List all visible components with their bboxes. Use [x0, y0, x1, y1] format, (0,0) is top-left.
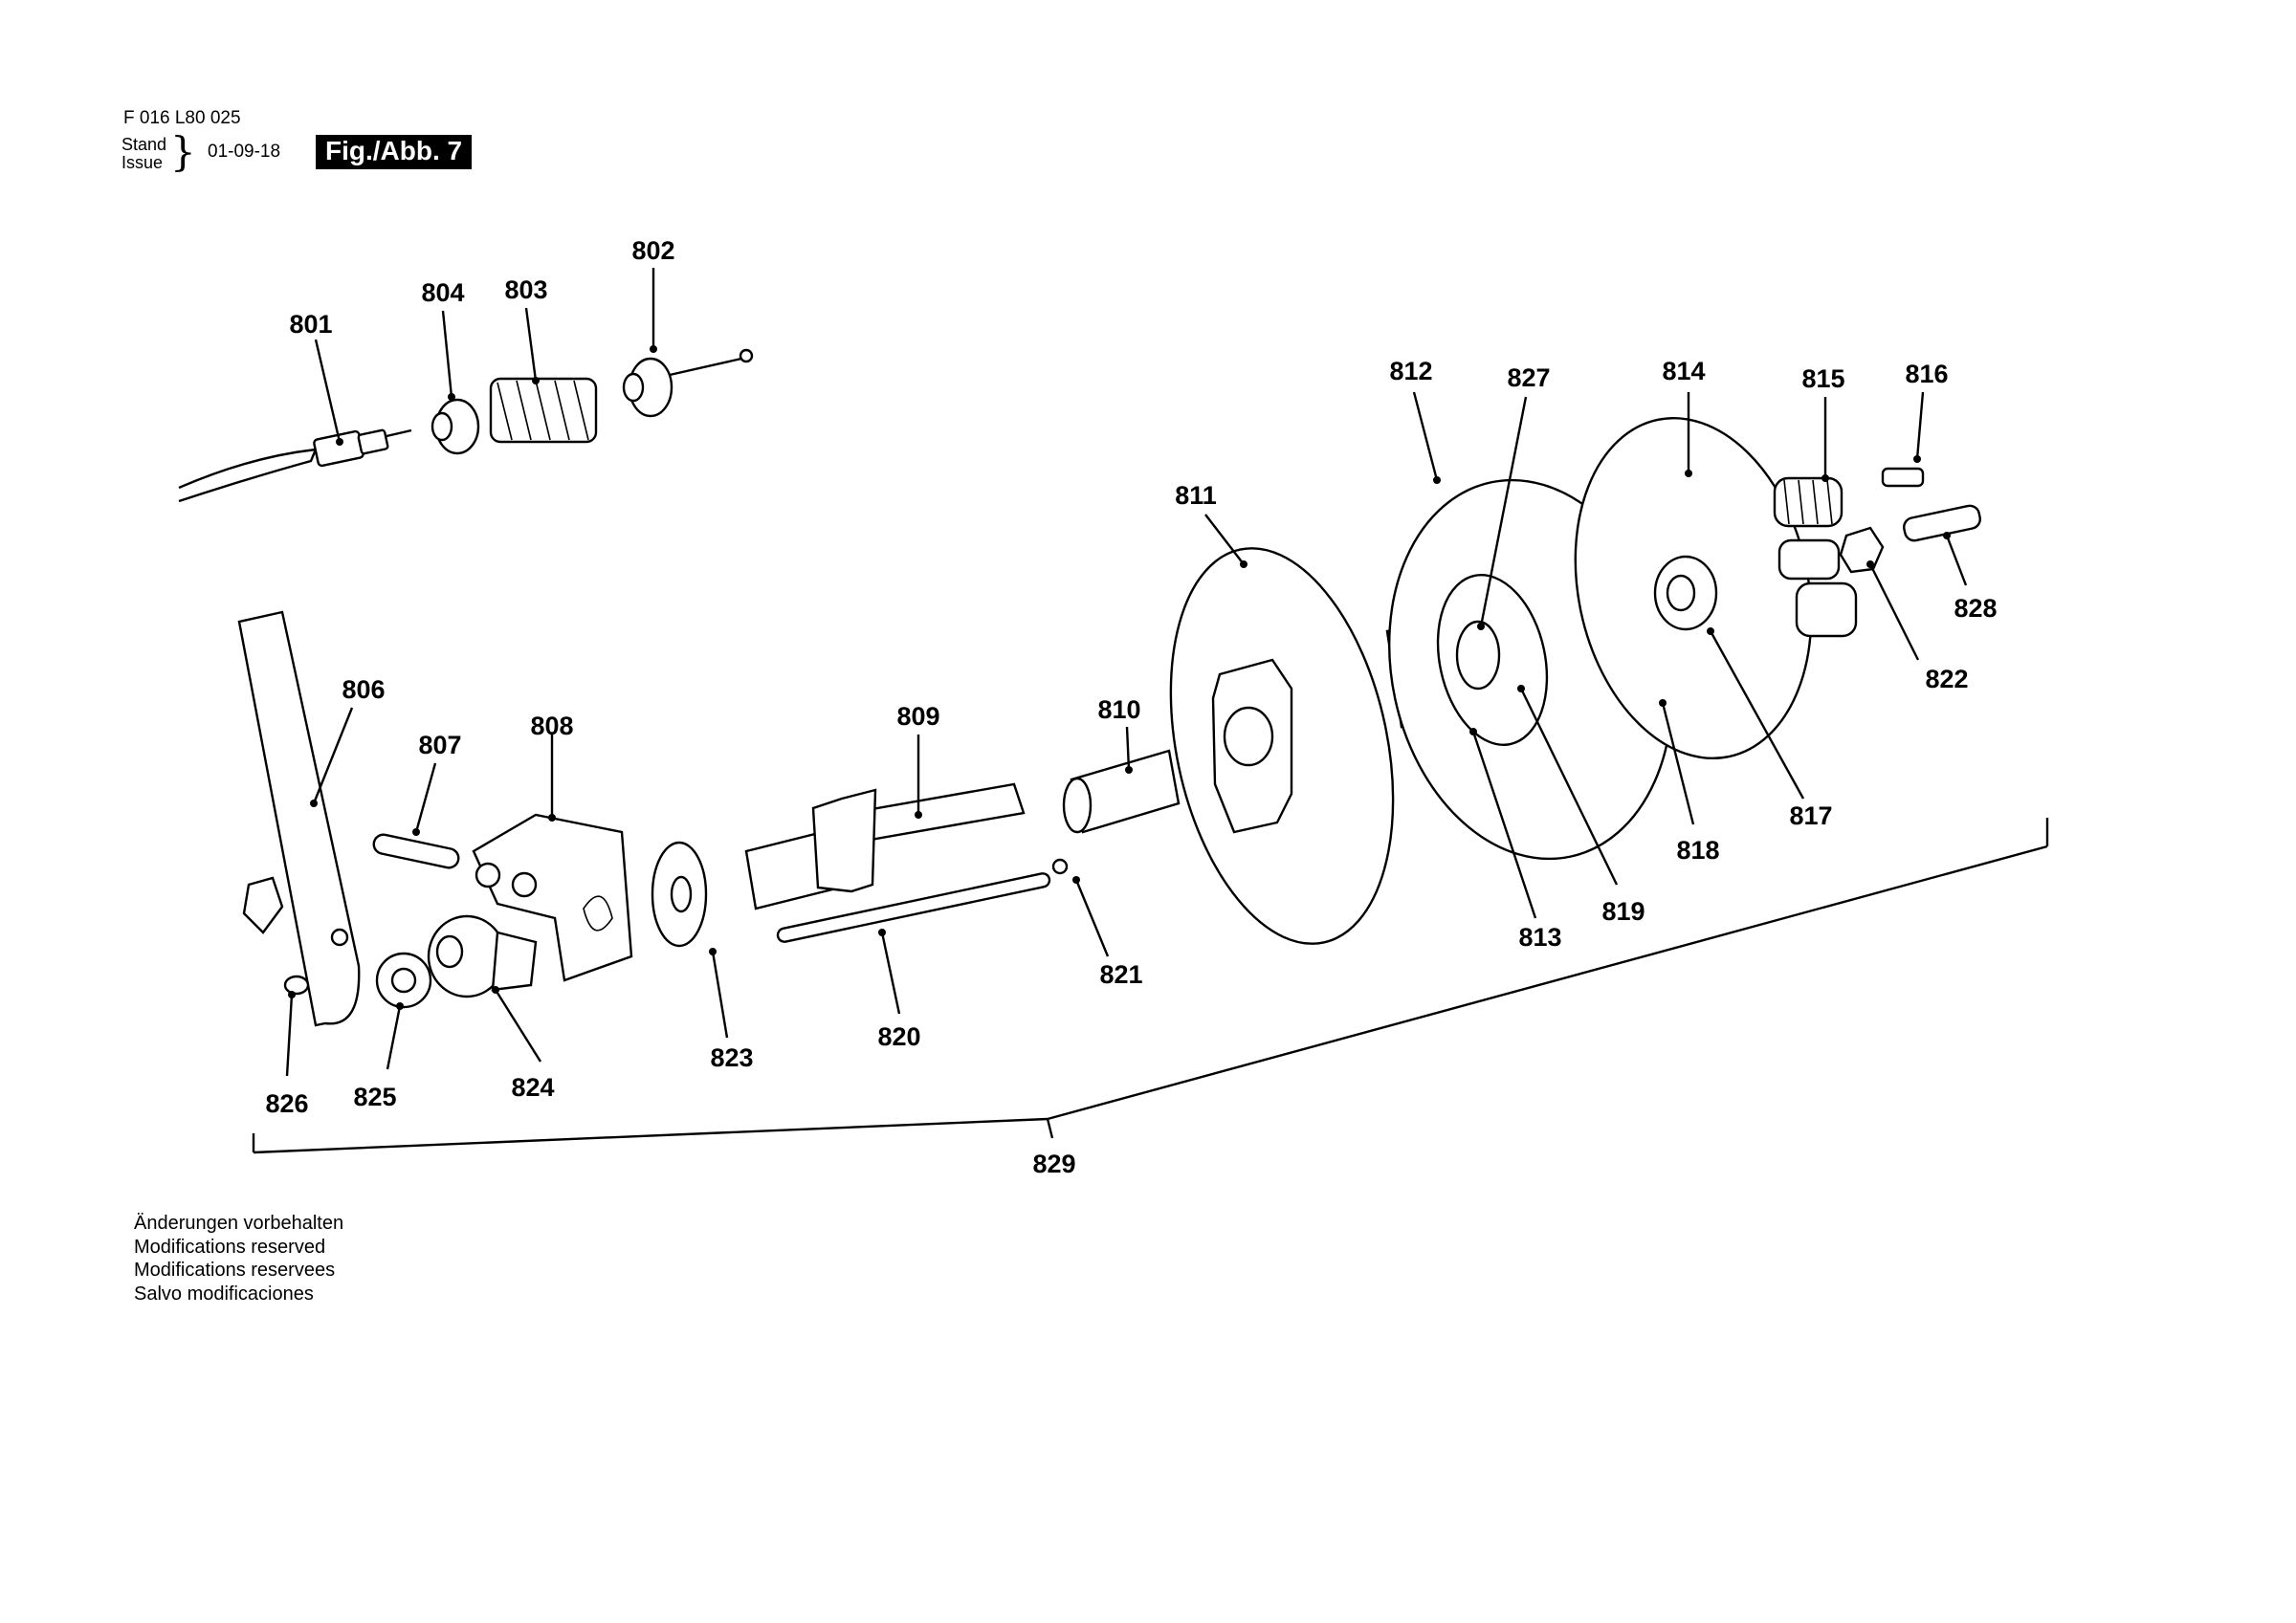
callout-827: 827: [1507, 363, 1550, 392]
callout-labels: 801 802 803 804 806 807 808 809 810 811 …: [265, 236, 1997, 1178]
part-811-disc: [1169, 547, 1395, 945]
callout-804: 804: [421, 278, 464, 307]
callout-803: 803: [504, 275, 547, 304]
part-820-rod: [776, 872, 1051, 943]
note-spanish: Salvo modificaciones: [134, 1283, 314, 1305]
callout-820: 820: [877, 1022, 920, 1051]
callout-819: 819: [1601, 897, 1645, 926]
note-french: Modifications reservees: [134, 1260, 336, 1281]
callout-808: 808: [530, 712, 573, 740]
note-german: Änderungen vorbehalten: [134, 1213, 344, 1234]
assembly-829-bracket: [252, 818, 2049, 1154]
part-807-pin: [372, 833, 460, 869]
callout-816: 816: [1905, 360, 1948, 388]
callout-812: 812: [1389, 357, 1432, 385]
part-815-springs: [1773, 476, 1858, 638]
callout-825: 825: [353, 1083, 396, 1111]
callout-826: 826: [265, 1089, 308, 1118]
callout-813: 813: [1518, 923, 1561, 952]
note-english: Modifications reserved: [134, 1236, 326, 1258]
stand-issue-label: Stand Issue: [121, 136, 166, 172]
callout-821: 821: [1099, 960, 1142, 989]
callout-829: 829: [1032, 1150, 1075, 1178]
part-804-nut: [430, 398, 480, 455]
issue-date: 01-09-18: [208, 142, 281, 162]
callout-809: 809: [896, 702, 939, 731]
part-806-lever: [237, 610, 361, 1027]
part-803-spring: [489, 377, 598, 444]
part-810-sleeve: [1062, 749, 1181, 834]
part-828-pin: [1903, 504, 1981, 542]
callout-822: 822: [1925, 665, 1968, 693]
callout-807: 807: [418, 731, 461, 759]
callout-817: 817: [1789, 801, 1832, 830]
callout-814: 814: [1662, 357, 1705, 385]
document-number: F 016 L80 025: [123, 108, 241, 128]
part-809-bolt: [744, 782, 1026, 910]
callout-810: 810: [1097, 695, 1140, 724]
part-822-nut: [1839, 526, 1885, 574]
part-816-screw: [1881, 467, 1925, 488]
callout-802: 802: [631, 236, 674, 265]
callout-815: 815: [1801, 364, 1844, 393]
part-821-ball: [1051, 858, 1069, 875]
callout-801: 801: [289, 310, 332, 339]
callout-824: 824: [511, 1073, 554, 1102]
modification-notes: Änderungen vorbehalten Modifications res…: [134, 1212, 343, 1305]
brace-symbol: }: [170, 128, 196, 175]
callout-823: 823: [710, 1043, 753, 1072]
stand-label: Stand: [121, 135, 167, 154]
callout-818: 818: [1676, 836, 1719, 865]
figure-label: Fig./Abb. 7: [316, 135, 473, 169]
part-823-washer: [651, 841, 708, 948]
issue-label: Issue: [121, 153, 164, 172]
callout-828: 828: [1954, 594, 1997, 623]
part-801-cable: [178, 428, 412, 503]
leader-lines: [285, 268, 1968, 1139]
callout-806: 806: [342, 675, 385, 704]
part-802-cap: [622, 348, 754, 418]
part-825-star-washer: [375, 952, 432, 1009]
part-824-cam: [427, 914, 538, 998]
callout-811: 811: [1175, 481, 1217, 510]
